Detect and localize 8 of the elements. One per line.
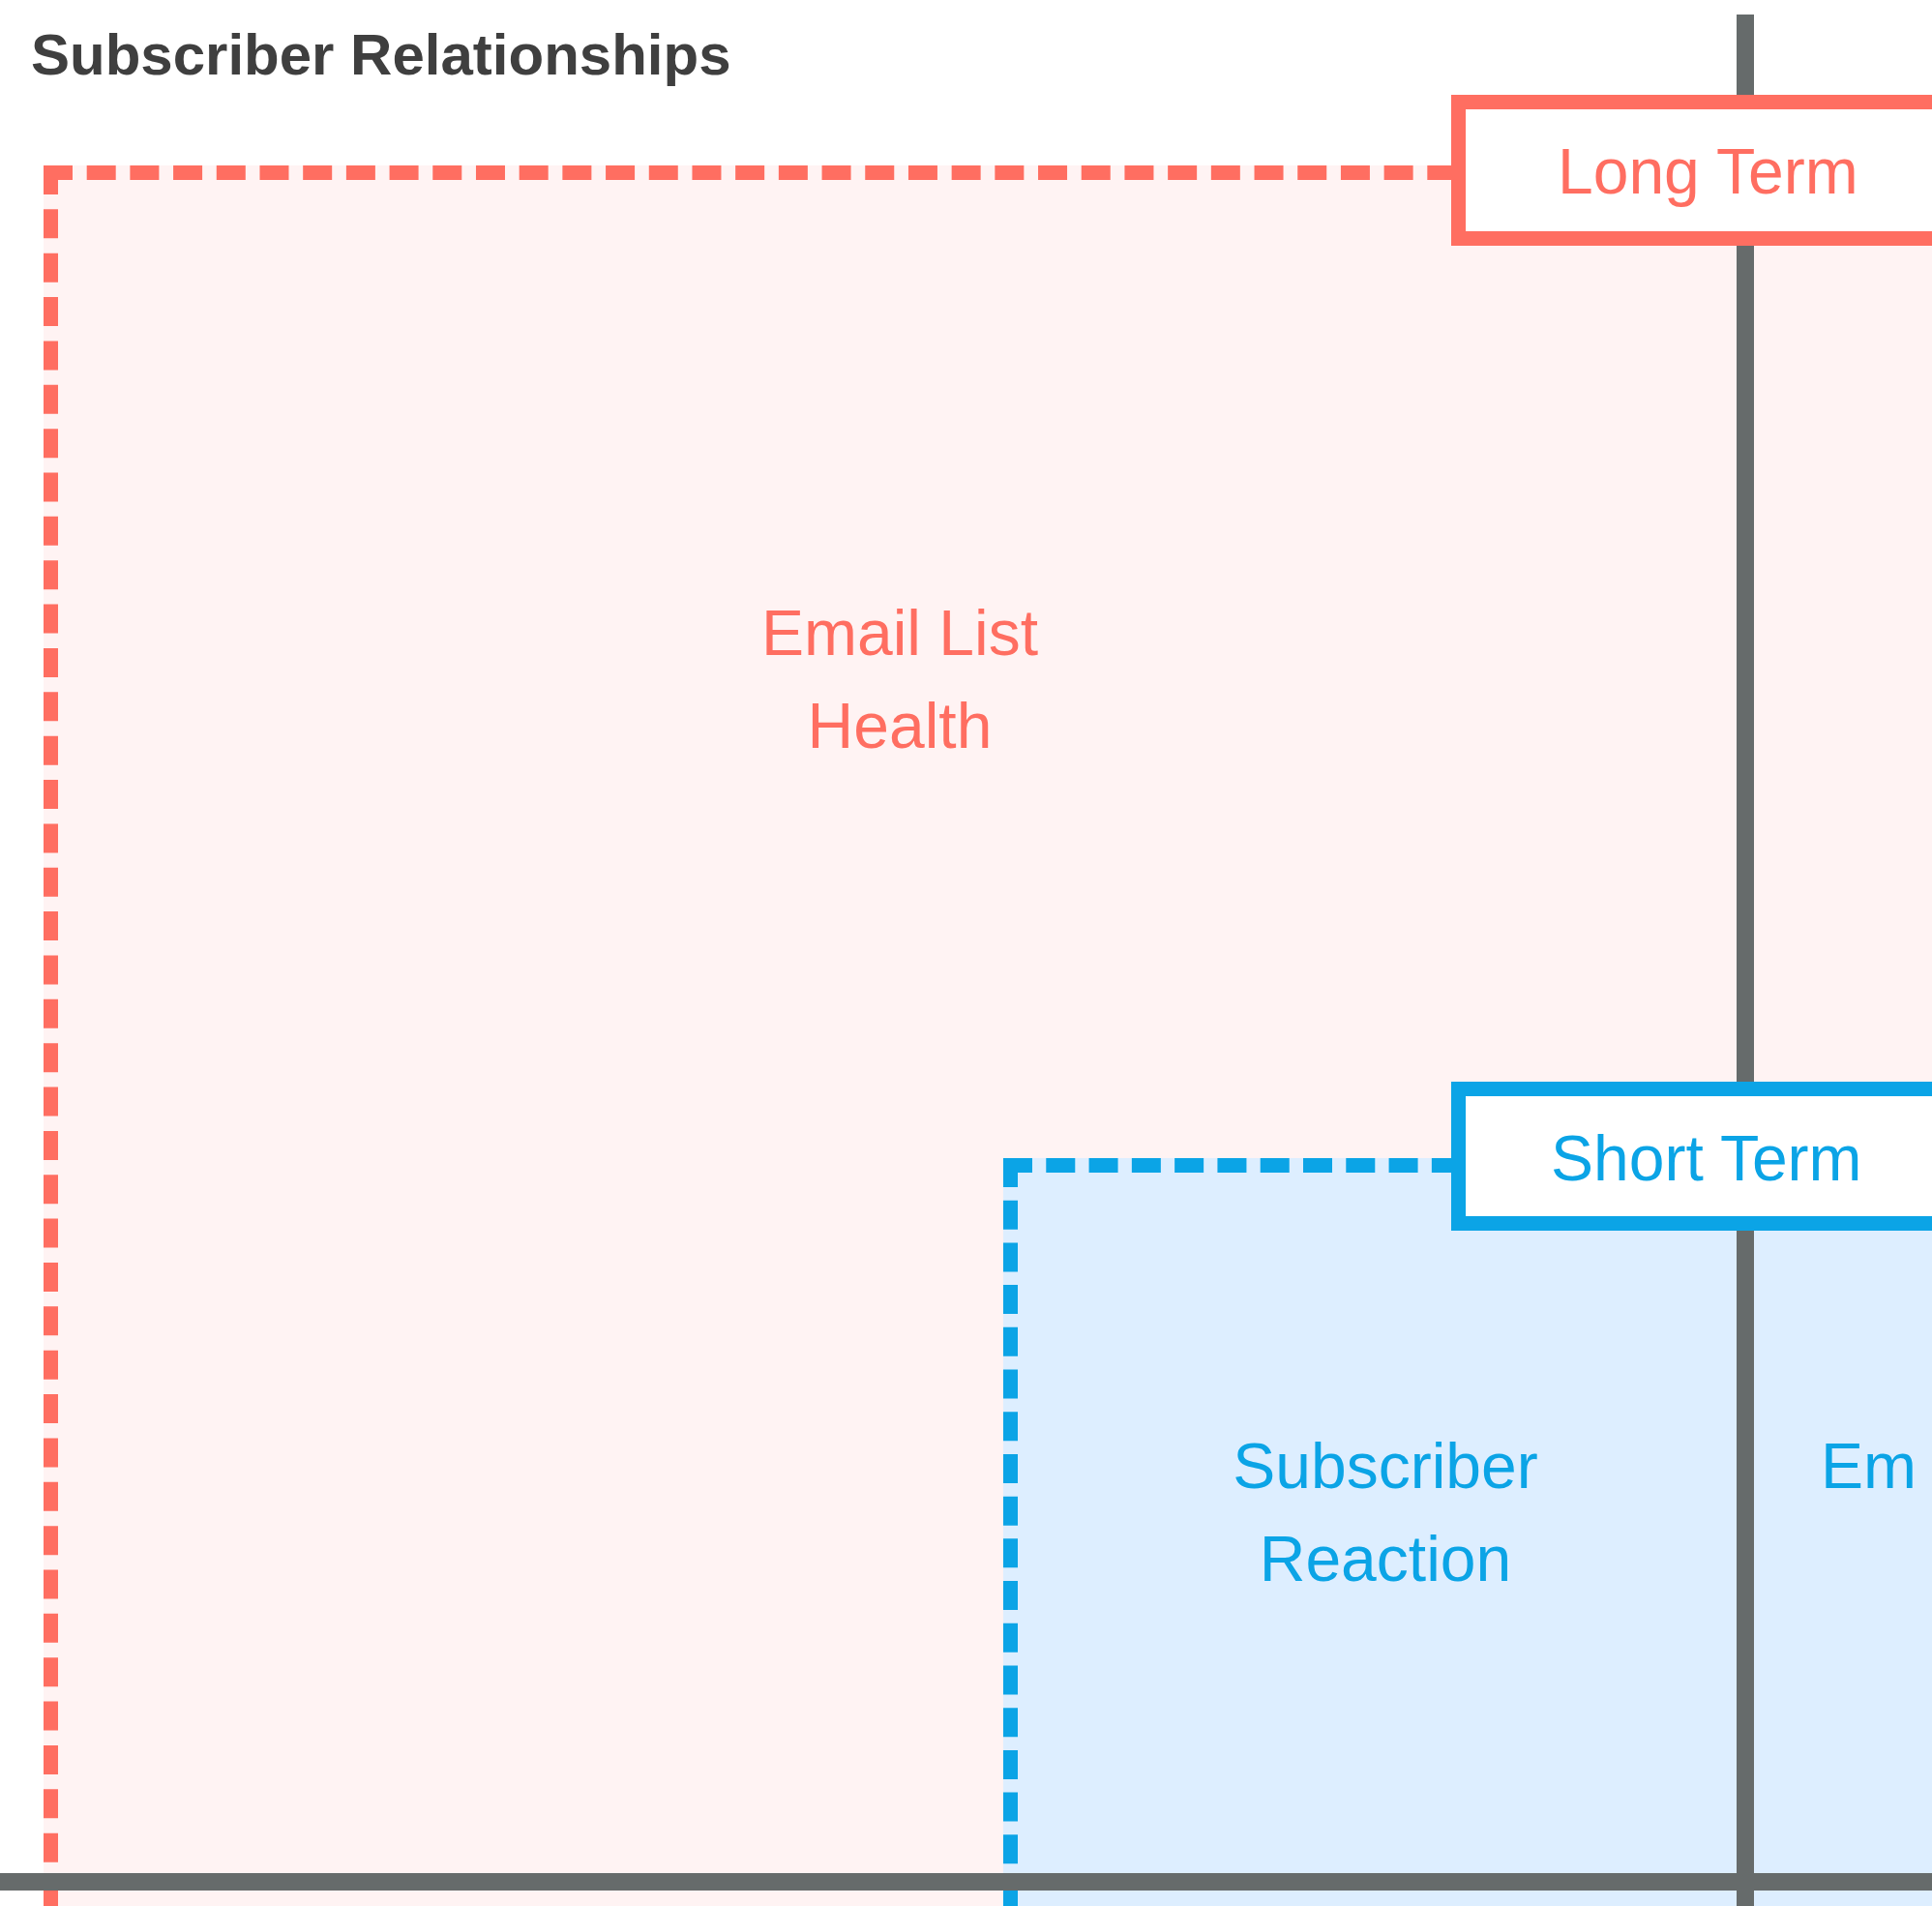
term-tag [1451, 1082, 1932, 1231]
diagram-title: Subscriber Relationships [31, 21, 731, 88]
tag-label: Long Term [1558, 134, 1858, 209]
term-tag [1451, 95, 1932, 246]
tag-label: Short Term [1551, 1121, 1862, 1196]
region-label: Em [1821, 1429, 1917, 1504]
region-label: Subscriber Reaction [1232, 1429, 1539, 1596]
region-label: Email List Health [759, 596, 1040, 763]
